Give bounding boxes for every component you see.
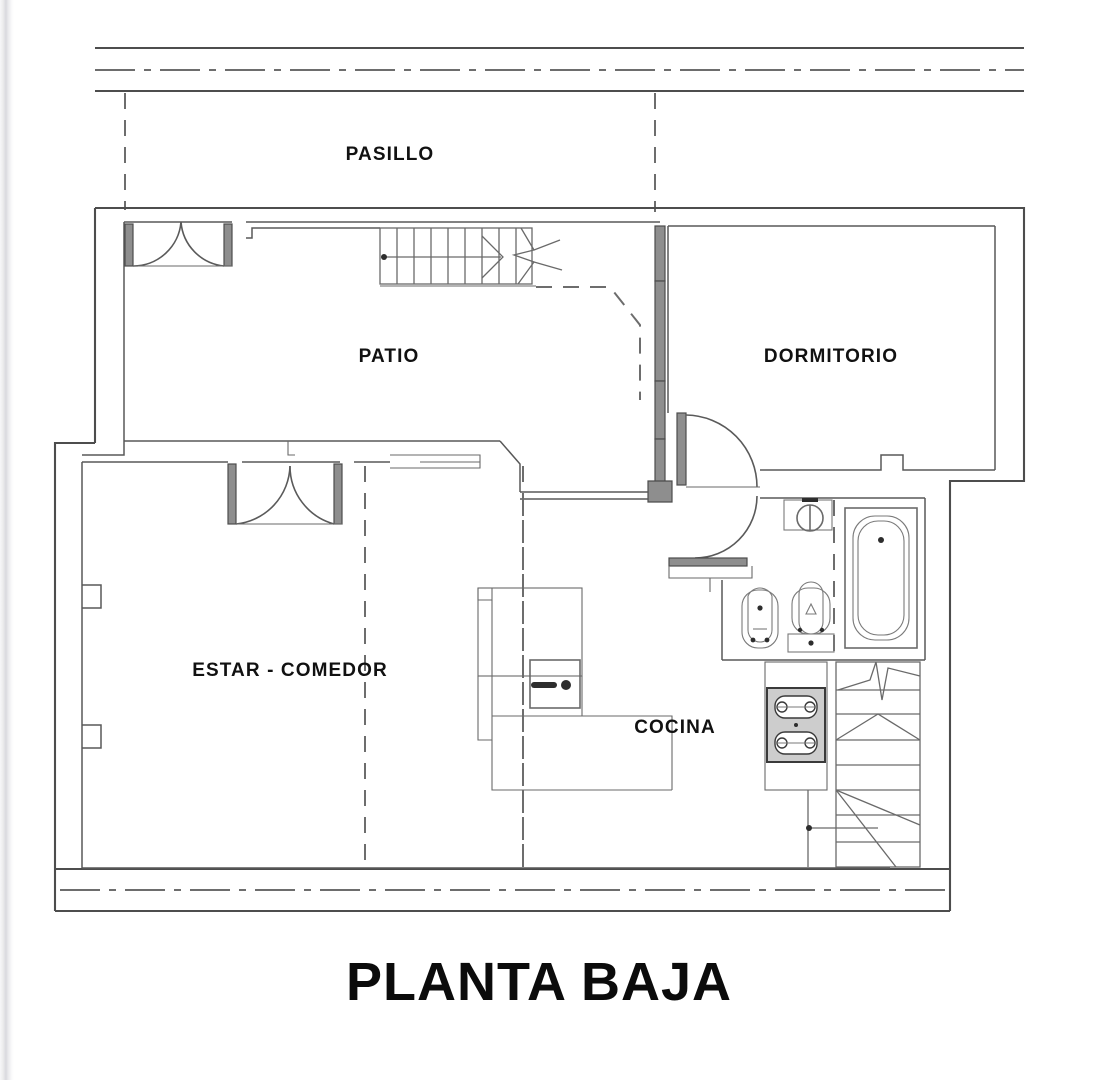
cooktop <box>764 661 828 791</box>
room-label-patio: PATIO <box>359 346 420 367</box>
kitchen-sink <box>529 659 581 709</box>
plan-title: PLANTA BAJA <box>346 952 732 1012</box>
dormitorio-door[interactable] <box>676 412 760 488</box>
bathroom-door[interactable] <box>668 495 758 592</box>
estar-comedor-room <box>81 441 890 869</box>
top-wall-band <box>95 46 1024 93</box>
cocina-room <box>477 587 828 791</box>
staircase-up <box>379 227 641 400</box>
room-label-dormitorio: DORMITORIO <box>764 346 898 367</box>
room-label-cocina: COCINA <box>634 717 716 738</box>
bidet <box>741 587 779 649</box>
toilet <box>787 581 835 653</box>
patio-entry-door[interactable] <box>124 221 233 267</box>
building-outline <box>53 206 1026 913</box>
room-label-estar-comedor: ESTAR - COMEDOR <box>192 660 388 681</box>
staircase-down <box>806 661 921 868</box>
bathtub <box>844 507 918 649</box>
washbasin <box>783 498 833 532</box>
bathroom <box>721 497 926 661</box>
page-edge-shadow <box>0 0 14 1080</box>
dormitorio-room <box>520 225 996 503</box>
pasillo-centerlines <box>124 93 656 212</box>
patio-room <box>123 221 660 492</box>
patio-inner-door[interactable] <box>227 441 343 525</box>
room-label-pasillo: PASILLO <box>346 144 435 165</box>
